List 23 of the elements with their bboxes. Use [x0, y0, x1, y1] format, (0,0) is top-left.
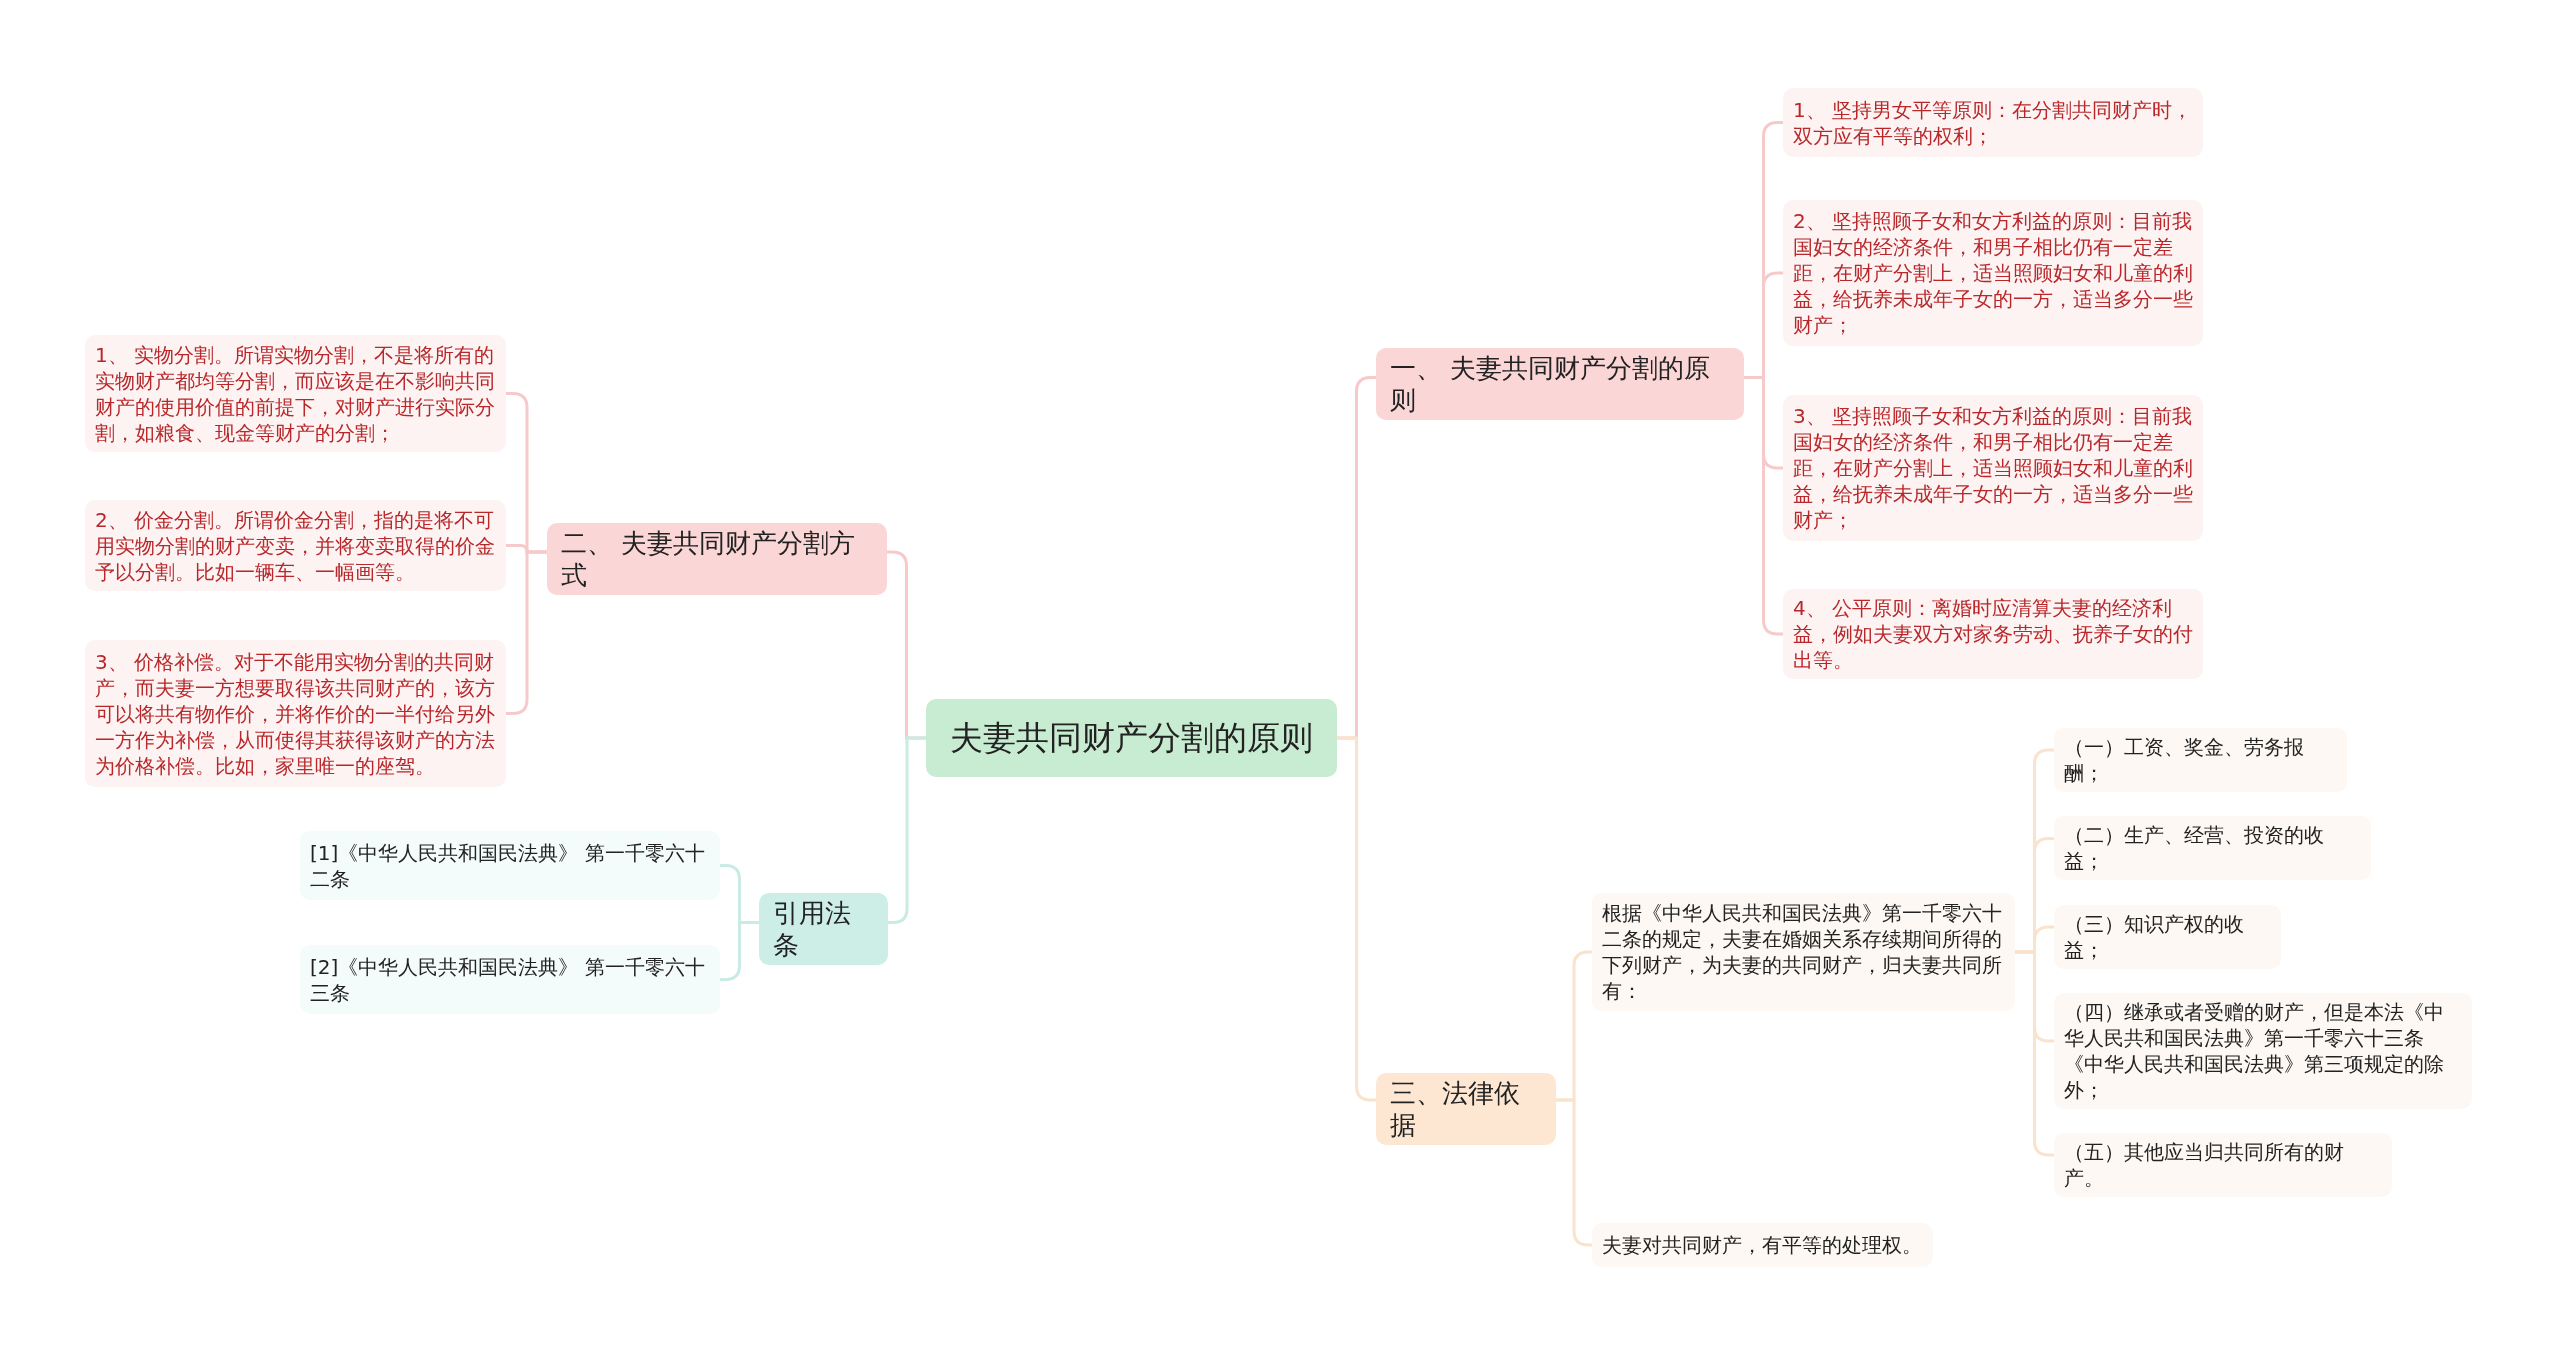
- subtopic-box: 2、 价金分割。所谓价金分割，指的是将不可用实物分割的财产变卖，并将变卖取得的价金予以分割。比如一辆车、一幅画等。: [85, 500, 506, 591]
- subtopic-box: （一）工资、奖金、劳务报酬；: [2054, 728, 2347, 792]
- connector-line: [888, 736, 926, 924]
- subtopic-box: 夫妻对共同财产，有平等的处理权。: [1592, 1223, 1933, 1267]
- subtopic-box: 3、 价格补偿。对于不能用实物分割的共同财产，而夫妻一方想要取得该共同财产的，该方可以将共有物作价，并将作价的一半付给另外一方作为补偿，从而使得其获得该财产的方法为价格补偿。比如，家里唯一的座驾。: [85, 640, 506, 787]
- subtopic-box: 根据《中华人民共和国民法典》第一千零六十二条的规定，夫妻在婚姻关系存续期间所得的下列财产，为夫妻的共同财产，归夫妻共同所有：: [1592, 893, 2015, 1011]
- subtopic-box: （四）继承或者受赠的财产，但是本法《中华人民共和国民法典》第一千零六十三条《中华人民共和国民法典》第三项规定的除外；: [2054, 993, 2472, 1109]
- subtopic-box: （二）生产、经营、投资的收益；: [2054, 816, 2371, 880]
- topic-box: 引用法条: [759, 893, 888, 965]
- subtopic-box: 4、 公平原则：离婚时应清算夫妻的经济利益，例如夫妻双方对家务劳动、抚养子女的付出等。: [1783, 589, 2203, 679]
- subtopic-box: [1]《中华人民共和国民法典》 第一千零六十二条: [300, 831, 720, 900]
- connector-line: [506, 550, 547, 715]
- topic-box: 二、 夫妻共同财产分割方式: [547, 523, 887, 595]
- topic-box: 一、 夫妻共同财产分割的原则: [1376, 348, 1744, 420]
- root-topic-box: 夫妻共同财产分割的原则: [926, 699, 1337, 777]
- subtopic-box: 1、 实物分割。所谓实物分割，不是将所有的实物财产都均等分割，而应该是在不影响共同财产的使用价值的前提下，对财产进行实际分割，如粮食、现金等财产的分割；: [85, 335, 506, 452]
- subtopic-box: 3、 坚持照顾子女和女方利益的原则：目前我国妇女的经济条件，和男子相比仍有一定差距，在财产分割上，适当照顾妇女和儿童的利益，给抚养未成年子女的一方，适当多分一些财产；: [1783, 395, 2203, 541]
- topic-box: 三、法律依据: [1376, 1073, 1556, 1145]
- subtopic-box: （五）其他应当归共同所有的财产。: [2054, 1133, 2392, 1197]
- subtopic-box: 2、 坚持照顾子女和女方利益的原则：目前我国妇女的经济条件，和男子相比仍有一定差距，在财产分割上，适当照顾妇女和儿童的利益，给抚养未成年子女的一方，适当多分一些财产；: [1783, 200, 2203, 346]
- subtopic-box: 1、 坚持男女平等原则：在分割共同财产时，双方应有平等的权利；: [1783, 88, 2203, 157]
- subtopic-box: [2]《中华人民共和国民法典》 第一千零六十三条: [300, 945, 720, 1014]
- subtopic-box: （三）知识产权的收益；: [2054, 905, 2281, 969]
